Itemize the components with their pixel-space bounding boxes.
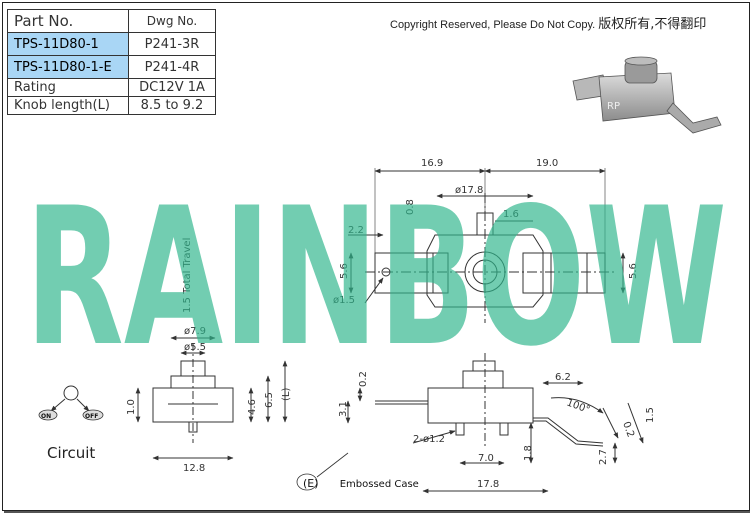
dwg-no-header: Dwg No. <box>128 9 216 33</box>
rp-mark: RP <box>607 101 620 112</box>
dim-label: ø5.5 <box>184 342 206 353</box>
dim-label: ø7.9 <box>184 326 206 337</box>
part-row: TPS-11D80-1-E P241-4R <box>7 55 216 79</box>
dim-label: 0.2 <box>358 371 369 387</box>
part-no-header: Part No. <box>7 9 129 33</box>
dim-label: (L) <box>281 388 292 401</box>
dim-label: 3.1 <box>338 401 349 417</box>
technical-drawing: RP 16.9 <box>25 56 727 494</box>
copyright-notice: Copyright Reserved, Please Do Not Copy. … <box>390 13 706 32</box>
off-label: OFF <box>85 413 98 420</box>
dim-label: 1.0 <box>126 399 137 415</box>
part-no-cell: TPS-11D80-1-E <box>7 55 129 79</box>
dim-label: 19.0 <box>536 158 558 169</box>
spec-table: Part No. Dwg No. TPS-11D80-1 P241-3R TPS… <box>7 9 216 115</box>
part-no-cell: TPS-11D80-1 <box>7 32 129 56</box>
top-view <box>348 168 626 323</box>
dwg-no-cell: P241-3R <box>128 32 216 56</box>
side-view <box>135 335 288 461</box>
embossed-text: Embossed Case <box>339 479 419 490</box>
rainbow-watermark: RAINBOW <box>25 167 727 388</box>
dim-label: 6.2 <box>555 372 571 383</box>
embossed-marker-oval <box>296 473 318 491</box>
switch-3d-render: RP <box>572 56 722 134</box>
dim-label: 6.5 <box>264 392 275 408</box>
dim-label: 0.2 <box>620 420 636 439</box>
dim-label: 7.0 <box>478 453 494 464</box>
spec-header-row: Part No. Dwg No. <box>7 9 216 33</box>
dim-label: ø17.8 <box>455 185 483 196</box>
circuit-diagram: ON OFF <box>38 385 104 421</box>
embossed-leader <box>316 452 349 478</box>
dim-label: 1.5 <box>645 407 656 423</box>
dim-label: 2.7 <box>598 449 609 465</box>
front-view <box>345 353 644 494</box>
dim-label: 1.8 <box>523 445 534 461</box>
copyright-cn: 版权所有,不得翻印 <box>598 17 707 32</box>
top-view-dimensions: 16.9 19.0 ø17.8 0.8 1.6 2.2 5.6 5.6 1.5 … <box>182 158 639 313</box>
on-label: ON <box>41 413 51 420</box>
part-row: TPS-11D80-1 P241-3R <box>7 32 216 56</box>
dim-label: 12.8 <box>183 463 205 474</box>
dim-label: 16.9 <box>421 158 443 169</box>
dim-label: 5.6 <box>339 263 350 279</box>
dim-label: 4.6 <box>247 399 258 415</box>
side-view-dimensions: ø7.9 ø5.5 1.0 4.6 6.5 (L) 12.8 <box>126 326 292 474</box>
embossed-note: (E) Embossed Case <box>303 477 419 490</box>
front-view-dimensions: 0.2 3.1 2-ø1.2 7.0 17.8 6.2 1.8 100° 0.2… <box>338 371 656 490</box>
dim-label: 100° <box>565 397 591 416</box>
dim-label: 0.8 <box>405 199 416 215</box>
dwg-no-cell: P241-4R <box>128 55 216 79</box>
spec-label: Knob length(L) <box>7 96 129 115</box>
dim-label: 5.6 <box>628 263 639 279</box>
dim-label: 1.6 <box>503 209 519 220</box>
dim-label: 17.8 <box>477 479 499 490</box>
dim-label: ø1.5 <box>333 295 355 306</box>
spec-row: Knob length(L) 8.5 to 9.2 <box>7 96 216 115</box>
circuit-label: Circuit <box>47 444 96 462</box>
embossed-marker: (E) <box>303 477 319 490</box>
dim-label: 1.5 Total Travel <box>182 238 193 313</box>
spec-value: 8.5 to 9.2 <box>128 96 216 115</box>
dim-label: 2-ø1.2 <box>413 434 445 445</box>
copyright-en: Copyright Reserved, Please Do Not Copy. <box>390 19 596 31</box>
dim-label: 2.2 <box>348 225 364 236</box>
